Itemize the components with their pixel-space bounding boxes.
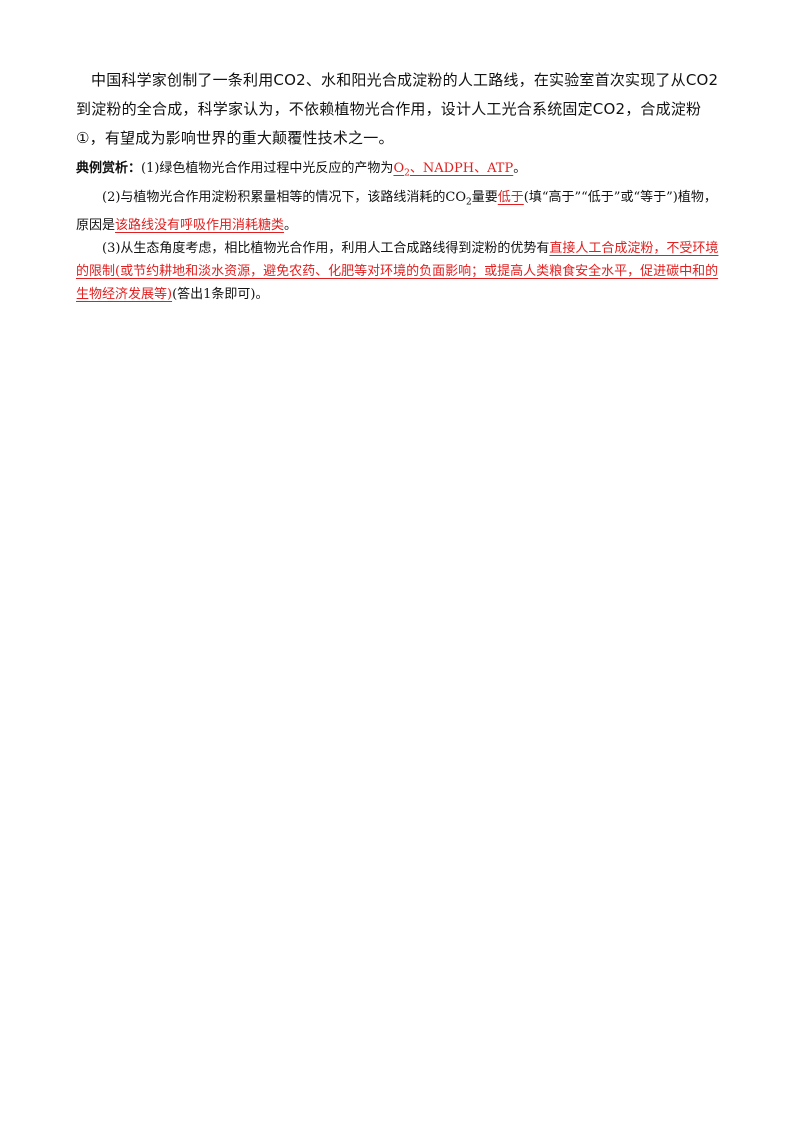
question-1: 典例赏析：(1)绿色植物光合作用过程中光反应的产物为O2、NADPH、ATP。 — [76, 157, 728, 186]
q1-end: 。 — [513, 161, 527, 176]
analysis-heading: 典例赏析： — [76, 161, 142, 176]
q2-text-c: (填“高于”“低于”或“等于”)植物，原因是 — [76, 189, 717, 234]
intro-paragraph: 中国科学家创制了一条利用CO2、水和阳光合成淀粉的人工路线，在实验室首次实现了从… — [76, 71, 719, 147]
q1-text: (1)绿色植物光合作用过程中光反应的产物为 — [141, 161, 394, 176]
q2-text-b: 量要 — [471, 189, 498, 205]
question-2: (2)与植物光合作用淀粉积累量相等的情况下，该路线消耗的CO2量要低于(填“高于… — [76, 186, 728, 238]
q3-text: (3)从生态角度考虑，相比植物光合作用，利用人工合成路线得到淀粉的优势有 — [102, 241, 550, 257]
q1-answer: O2、NADPH、ATP — [393, 161, 514, 179]
analysis-section: 典例赏析：(1)绿色植物光合作用过程中光反应的产物为O2、NADPH、ATP。 … — [76, 157, 728, 306]
question-3: (3)从生态角度考虑，相比植物光合作用，利用人工合成路线得到淀粉的优势有直接人工… — [76, 237, 728, 306]
q3-end: (答出1条即可)。 — [172, 287, 269, 303]
q2-end: 。 — [284, 218, 298, 234]
q3-answer: 直接人工合成淀粉，不受环境的限制(或节约耕地和淡水资源，避免农药、化肥等对环境的… — [76, 241, 719, 303]
q2-answer-1: 低于 — [497, 189, 524, 205]
q2-sub: 2 — [466, 197, 472, 208]
q2-answer-2: 该路线没有呼吸作用消耗糖类 — [115, 218, 285, 234]
q2-text-a: (2)与植物光合作用淀粉积累量相等的情况下，该路线消耗的CO — [102, 189, 467, 205]
